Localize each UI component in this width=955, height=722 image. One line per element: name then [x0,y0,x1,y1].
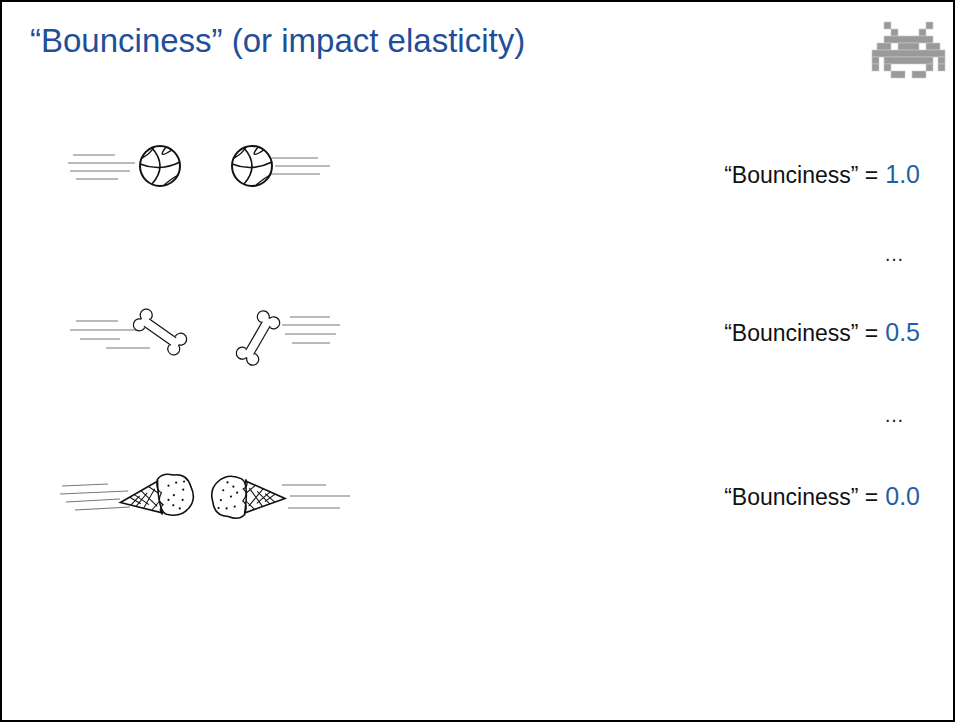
bounciness-row: “Bounciness” = 0.0 [724,482,920,511]
bounciness-label: “Bounciness” = [724,320,878,347]
ellipsis: … [884,243,904,266]
bounciness-row: “Bounciness” = 1.0 [724,160,920,189]
bounciness-value: 1.0 [885,160,920,189]
bounciness-value: 0.0 [885,482,920,511]
bounciness-value: 0.5 [885,318,920,347]
bounciness-label: “Bounciness” = [724,484,878,511]
bounciness-row: “Bounciness” = 0.5 [724,318,920,347]
slide-title: “Bounciness” (or impact elasticity) [30,22,525,60]
ellipsis: … [884,404,904,427]
bounciness-label: “Bounciness” = [724,162,878,189]
